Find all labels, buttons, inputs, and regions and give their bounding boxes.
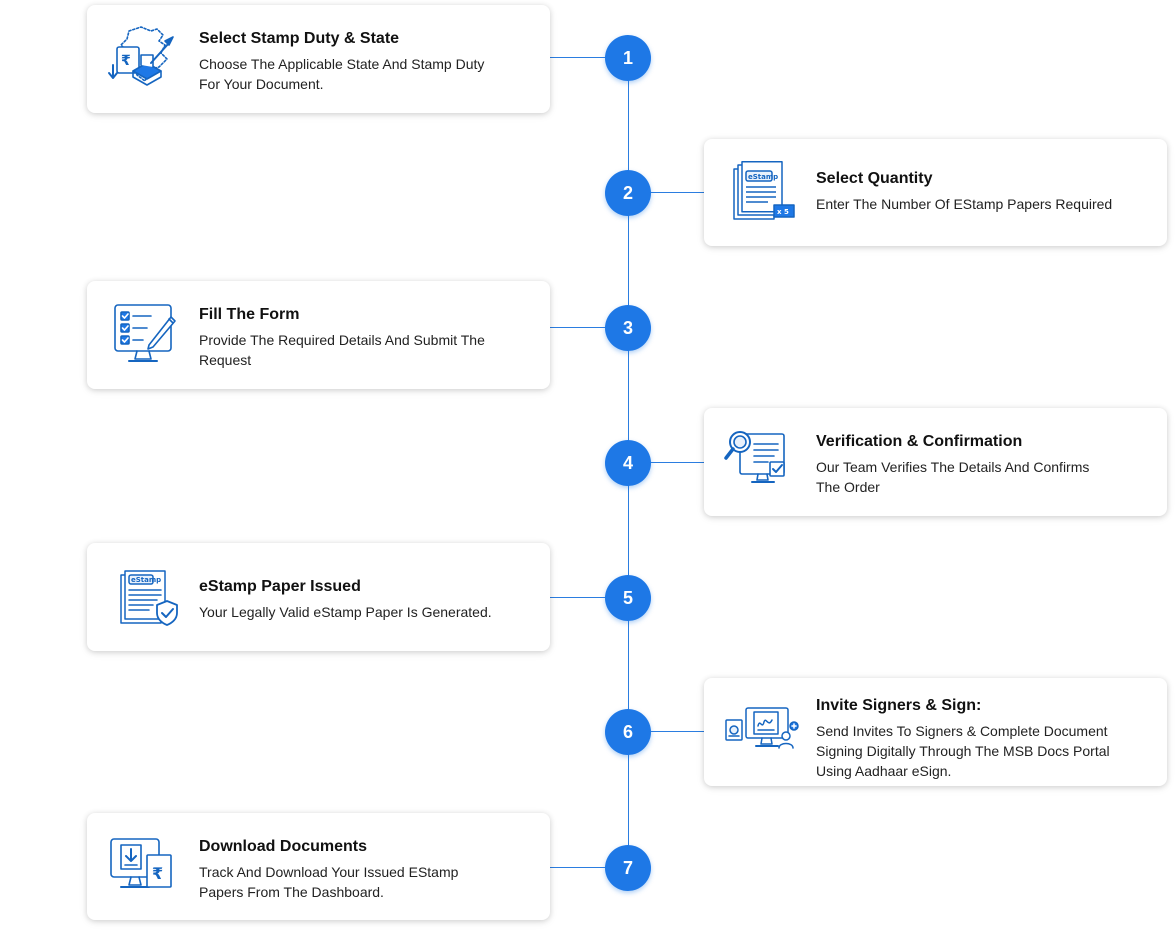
estamp-shield-icon-label: eStamp xyxy=(131,576,161,584)
step-title-3: Fill The Form xyxy=(199,306,300,323)
connector-1 xyxy=(550,57,610,58)
step-description-7: Track And Download Your Issued EStamp Pa… xyxy=(199,864,459,900)
step-number-6: 6 xyxy=(605,709,651,755)
magnifier-verify-icon xyxy=(724,428,800,492)
step-card-3: Fill The Form Provide The Required Detai… xyxy=(87,281,550,389)
step-description-3: Provide The Required Details And Submit … xyxy=(199,332,485,368)
monitor-download-icon: ₹ xyxy=(107,833,183,897)
step-number-1: 1 xyxy=(605,35,651,81)
step-description-5: Your Legally Valid eStamp Paper Is Gener… xyxy=(199,604,492,620)
connector-4 xyxy=(648,462,704,463)
step-title-4: Verification & Confirmation xyxy=(816,433,1023,450)
step-description-4: Our Team Verifies The Details And Confir… xyxy=(816,459,1090,495)
step-card-2: eStamp x 5 Select Quantity Enter The Num… xyxy=(704,139,1167,246)
map-stamp-icon: ₹ xyxy=(107,25,183,89)
step-title-2: Select Quantity xyxy=(816,170,933,187)
connector-6 xyxy=(648,731,704,732)
form-checklist-icon xyxy=(107,303,183,367)
connector-2 xyxy=(648,192,704,193)
estamp-stack-icon: eStamp x 5 xyxy=(724,161,800,225)
step-number-4: 4 xyxy=(605,440,651,486)
step-title-5: eStamp Paper Issued xyxy=(199,578,361,595)
connector-3 xyxy=(550,327,610,328)
step-number-2: 2 xyxy=(605,170,651,216)
step-card-4: Verification & Confirmation Our Team Ver… xyxy=(704,408,1167,516)
estamp-stack-icon-badge: x 5 xyxy=(777,208,789,216)
step-description-1: Choose The Applicable State And Stamp Du… xyxy=(199,56,485,92)
step-description-6: Send Invites To Signers & Complete Docum… xyxy=(816,723,1110,779)
step-title-1: Select Stamp Duty & State xyxy=(199,30,400,47)
step-card-1: ₹ Select Stamp Duty & State Choose The A… xyxy=(87,5,550,113)
estamp-shield-icon: eStamp xyxy=(107,567,183,631)
monitor-signers-icon xyxy=(724,700,800,764)
step-card-5: eStamp eStamp Paper Issued Your Legally … xyxy=(87,543,550,651)
step-title-7: Download Documents xyxy=(199,838,368,855)
svg-text:₹: ₹ xyxy=(121,53,131,69)
step-number-3: 3 xyxy=(605,305,651,351)
step-description-2: Enter The Number Of EStamp Papers Requir… xyxy=(816,196,1113,212)
connector-5 xyxy=(550,597,610,598)
step-number-7: 7 xyxy=(605,845,651,891)
step-title-6: Invite Signers & Sign: xyxy=(816,697,982,714)
estamp-stack-icon-label: eStamp xyxy=(748,173,778,181)
svg-text:₹: ₹ xyxy=(152,864,163,883)
step-card-6: Invite Signers & Sign: Send Invites To S… xyxy=(704,678,1167,786)
step-card-7: ₹ Download Documents Track And Download … xyxy=(87,813,550,920)
connector-7 xyxy=(550,867,610,868)
step-number-5: 5 xyxy=(605,575,651,621)
